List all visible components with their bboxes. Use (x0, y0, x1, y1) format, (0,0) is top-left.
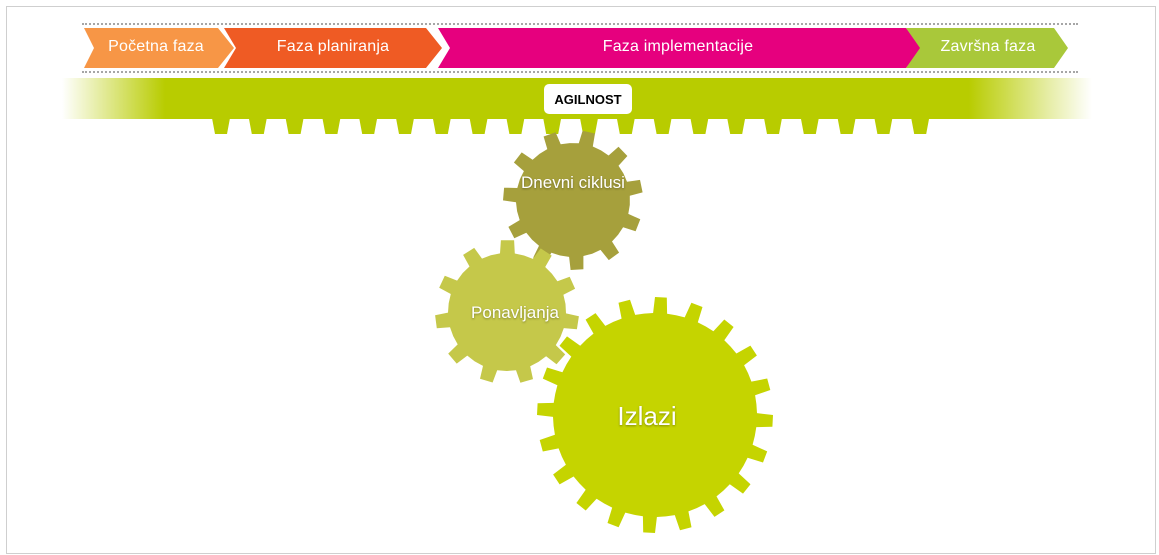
rack-tooth (727, 118, 746, 134)
rack-tooth (285, 118, 304, 134)
rack-tooth (396, 118, 414, 134)
rack-tooth (469, 118, 488, 134)
gear-iterations (435, 240, 579, 383)
phase-label-planning: Faza planiranja (276, 38, 390, 55)
gear-iterations-label: Ponavljanja (471, 303, 559, 322)
top-dotted-line (82, 23, 1078, 25)
rack-tooth (874, 118, 893, 134)
phase-arrow-planning (224, 28, 442, 68)
phase-arrow-implementation (438, 28, 922, 68)
rack-tooth (911, 118, 930, 134)
rack-tooth (580, 118, 598, 134)
rack-tooth (322, 118, 341, 134)
rack-tooth (764, 118, 782, 134)
gear-outputs (537, 297, 773, 533)
phase-arrow-final (906, 28, 1068, 68)
rack-tooth (690, 118, 709, 134)
phase-label-implementation: Faza implementacije (602, 38, 754, 55)
phase-arrow-initial (84, 28, 234, 68)
gear-daily-cycles-label: Dnevni ciklusi (521, 173, 625, 192)
rack-tooth (359, 118, 378, 134)
bottom-dotted-line (82, 71, 1078, 73)
gear-daily-cycles (503, 130, 643, 270)
rack-tooth (543, 118, 562, 134)
rack-tooth (212, 118, 230, 134)
rack-tooth (837, 118, 856, 134)
rack-tooth (248, 118, 267, 134)
rack-tooth (800, 118, 819, 134)
rack-tooth (432, 118, 451, 134)
phase-label-final: Završna faza (940, 38, 1036, 55)
rack-tooth (616, 118, 635, 134)
agility-label: AGILNOST (544, 84, 632, 114)
gear-outputs-label: Izlazi (617, 401, 677, 431)
rack-tooth (653, 118, 672, 134)
rack-teeth (212, 118, 930, 134)
rack-tooth (506, 118, 525, 134)
phase-label-initial: Početna faza (108, 38, 204, 55)
